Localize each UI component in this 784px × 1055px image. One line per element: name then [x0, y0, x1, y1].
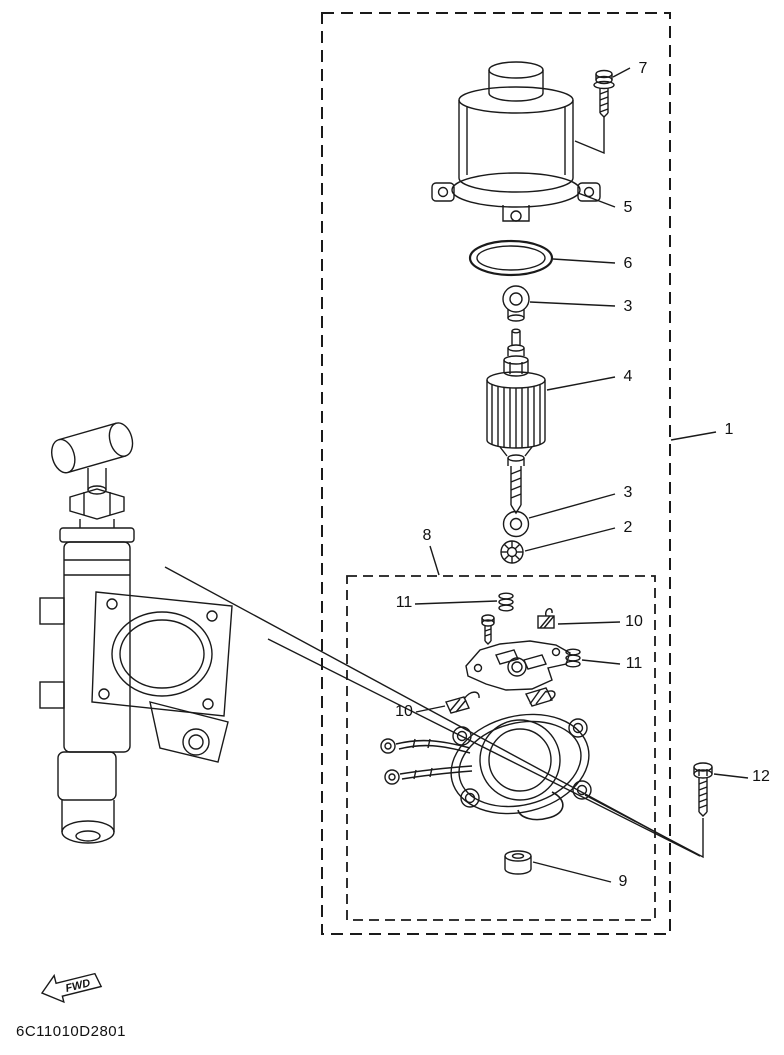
callout-label-4: 4 — [624, 368, 633, 385]
fwd-arrow: FWD — [40, 972, 103, 1004]
callout-label-8: 8 — [423, 527, 432, 544]
callout-label-3-upper: 3 — [624, 298, 633, 315]
callout-label-2: 2 — [624, 519, 633, 536]
brush-lower-drawing — [445, 691, 480, 714]
leader-lines — [164, 67, 749, 883]
upper-bearing-drawing — [502, 285, 530, 322]
callout-label-11-right: 11 — [626, 655, 643, 672]
callout-label-7: 7 — [639, 60, 648, 77]
callout-label-5: 5 — [624, 199, 633, 216]
brush-upper-drawing — [537, 608, 555, 629]
motor-drawing — [431, 61, 601, 222]
callout-label-6: 6 — [624, 255, 633, 272]
grommet-drawing — [504, 850, 532, 875]
armature-drawing — [486, 328, 546, 515]
callout-labels: 7 5 6 3 4 1 3 2 8 11 10 11 10 12 9 — [395, 60, 770, 890]
lock-washer-drawing — [500, 540, 524, 564]
brush-holder-plate-drawing — [465, 640, 571, 707]
callout-label-12: 12 — [752, 768, 770, 785]
outer-boundary-box — [321, 12, 671, 935]
mount-screw-drawing — [574, 69, 615, 155]
fwd-arrow-label: FWD — [64, 977, 91, 995]
o-ring-drawing — [468, 239, 554, 277]
lower-bearing-drawing — [502, 510, 530, 538]
mount-bolt-drawing — [584, 762, 713, 859]
brush-spring-upper-drawing — [498, 592, 514, 612]
brush-holder-screw-drawing — [481, 614, 495, 645]
callout-label-11-left: 11 — [396, 594, 413, 611]
callout-label-9: 9 — [619, 873, 628, 890]
tilt-cylinder-drawing — [39, 422, 233, 844]
callout-label-3-lower: 3 — [624, 484, 633, 501]
callout-label-10-left: 10 — [395, 703, 413, 720]
callout-label-10-right: 10 — [625, 613, 643, 630]
callout-label-1: 1 — [725, 421, 734, 438]
diagram-code: 6C11010D2801 — [16, 1023, 126, 1040]
brush-assembly-box — [346, 575, 656, 921]
end-cap-base-drawing — [380, 713, 592, 821]
